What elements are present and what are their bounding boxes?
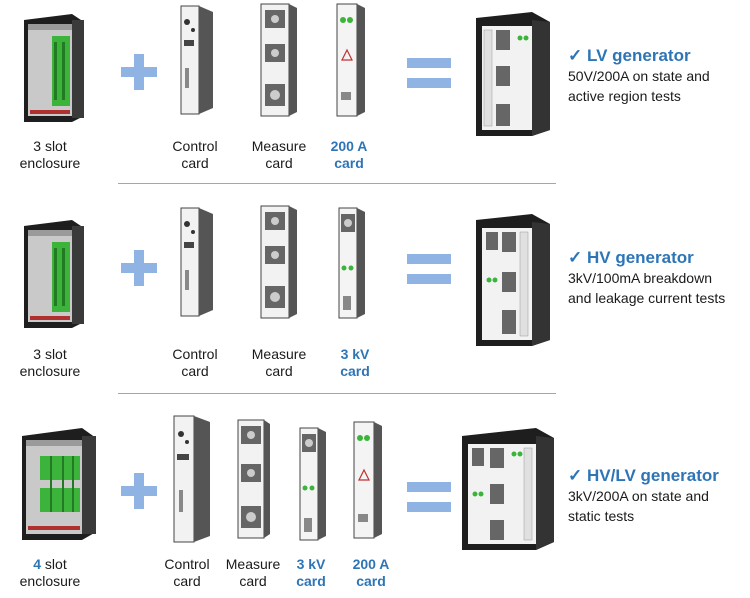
result-desc: 3kV/100mA breakdown [568,270,712,286]
result-desc: 50V/200A on state and [568,68,710,84]
check-icon: ✓ [568,46,583,65]
equals-icon [407,254,451,284]
part-label: Control card [172,346,218,379]
check-icon: ✓ [568,248,583,267]
part-label-highlight: 200 A card [352,556,390,589]
plus-icon [121,54,157,90]
enclosure-icon [24,220,84,328]
enclosure-icon [22,428,96,540]
part-label: 3 slot enclosure [19,138,81,171]
measure-card-icon [237,419,270,539]
part-label: Control card [172,138,218,171]
part-label: 3 slot enclosure [19,346,81,379]
part-label: Measure card [225,556,281,589]
result-block: ✓ HV generator 3kV/100mA breakdown and l… [568,248,725,308]
result-desc: and leakage current tests [568,290,726,306]
result-block: ✓ HV/LV generator 3kV/200A on state and … [568,466,719,526]
measure-card-icon [260,205,297,319]
equals-icon [407,482,451,512]
check-icon: ✓ [568,466,583,485]
result-title: ✓ HV/LV generator [568,466,719,485]
part-label: Measure card [251,346,307,379]
result-block: ✓ LV generator 50V/200A on state and act… [568,46,710,106]
3kv-card-icon [338,207,365,319]
generator-assembly-icon [462,428,554,550]
part-label: Measure card [251,138,307,171]
plus-icon [121,473,157,509]
control-card-icon [180,207,213,317]
200a-card-icon [336,3,365,117]
row-divider [118,183,556,184]
measure-card-icon [260,3,297,117]
part-label: 4 slot enclosure [19,556,81,589]
enclosure-icon [24,14,84,122]
200a-card-icon [353,421,382,539]
part-label-highlight: 200 A card [330,138,368,171]
row-divider [118,393,556,394]
part-label-highlight: 3 kV card [340,346,370,379]
part-label-highlight: 3 kV card [296,556,326,589]
3kv-card-icon [299,427,326,541]
control-card-icon [180,5,213,115]
result-title: ✓ LV generator [568,46,691,65]
result-desc: active region tests [568,88,681,104]
part-label: Control card [164,556,210,589]
equals-icon [407,58,451,88]
generator-assembly-icon [476,214,550,346]
result-title: ✓ HV generator [568,248,694,267]
plus-icon [121,250,157,286]
result-desc: static tests [568,508,635,524]
control-card-icon [173,415,210,543]
generator-assembly-icon [476,12,550,136]
result-desc: 3kV/200A on state and [568,488,709,504]
